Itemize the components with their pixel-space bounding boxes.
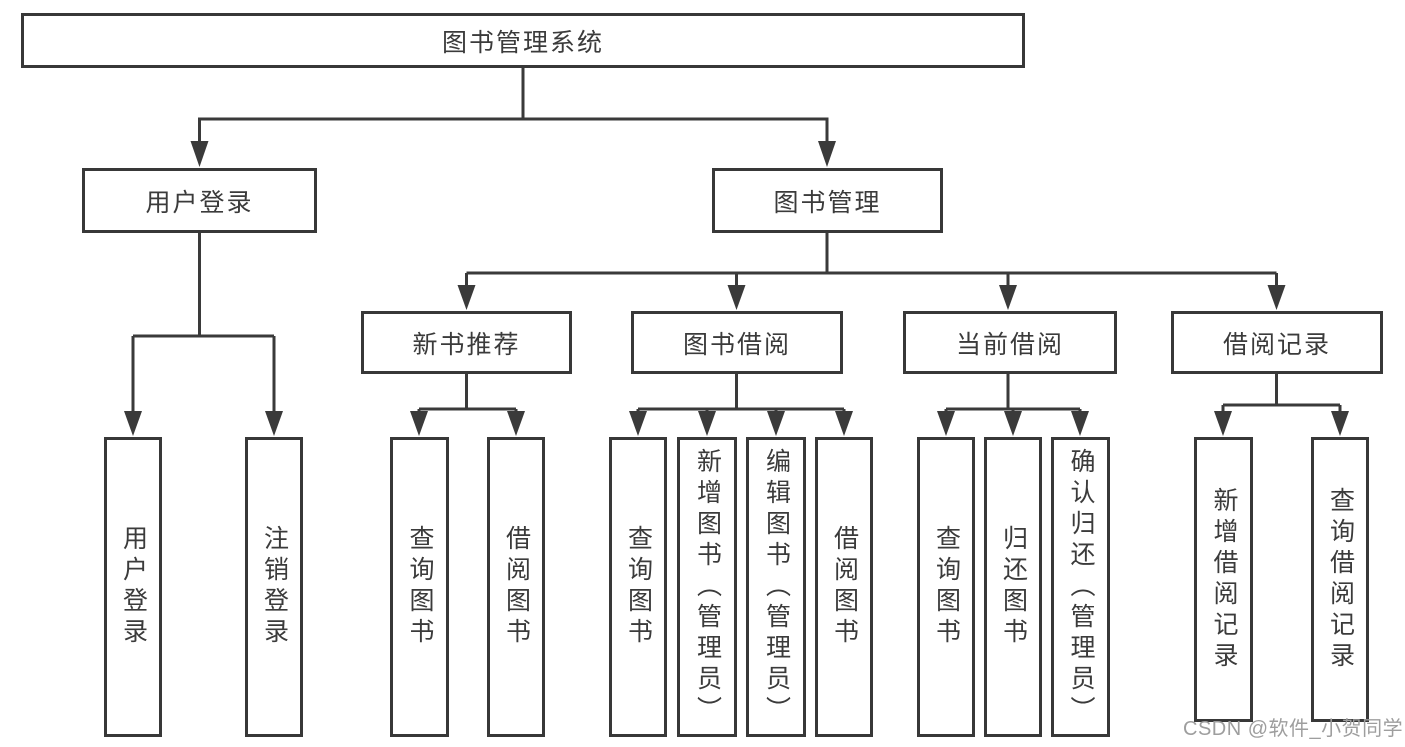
node-label: 新增图书（管理员）: [693, 447, 722, 727]
node-label: 查询图书: [932, 525, 961, 649]
node-label: 图书借阅: [682, 330, 791, 359]
node-book-borrowing: 图书借阅: [631, 311, 843, 374]
node-system-root: 图书管理系统: [21, 13, 1025, 68]
node-label: 借阅图书: [830, 525, 859, 649]
node-new-book-recommend: 新书推荐: [361, 311, 572, 374]
node-label: 借阅图书: [502, 525, 531, 649]
leaf-borrow-add-admin: 新增图书（管理员）: [677, 437, 737, 737]
node-label: 查询借阅记录: [1326, 486, 1355, 673]
node-label: 确认归还（管理员）: [1067, 447, 1095, 727]
node-label: 图书管理: [773, 188, 882, 217]
csdn-watermark: CSDN @软件_小贺同学: [1183, 718, 1404, 740]
leaf-current-return: 归还图书: [984, 437, 1042, 737]
node-label: 用户登录: [119, 525, 148, 649]
node-label: 归还图书: [999, 525, 1028, 649]
node-book-management: 图书管理: [712, 168, 943, 233]
node-borrowing-records: 借阅记录: [1171, 311, 1383, 374]
node-label: 当前借阅: [955, 330, 1064, 359]
leaf-borrow-query: 查询图书: [609, 437, 667, 737]
node-label: 新书推荐: [412, 330, 521, 359]
node-label: 编辑图书（管理员）: [762, 447, 791, 727]
leaf-logout: 注销登录: [245, 437, 303, 737]
node-label: 查询图书: [624, 525, 653, 649]
node-label: 借阅记录: [1222, 330, 1331, 359]
leaf-records-add: 新增借阅记录: [1194, 437, 1253, 722]
leaf-newbooks-query: 查询图书: [390, 437, 449, 737]
leaf-borrow-borrow: 借阅图书: [815, 437, 873, 737]
node-user-login: 用户登录: [82, 168, 317, 233]
node-label: 图书管理系统: [441, 28, 604, 57]
node-current-borrowing: 当前借阅: [903, 311, 1117, 374]
leaf-current-query: 查询图书: [917, 437, 975, 737]
leaf-user-login: 用户登录: [104, 437, 162, 737]
node-label: 注销登录: [260, 525, 289, 649]
leaf-records-query: 查询借阅记录: [1311, 437, 1369, 722]
node-label: 查询图书: [406, 525, 434, 649]
leaf-newbooks-borrow: 借阅图书: [487, 437, 545, 737]
leaf-current-confirm-admin: 确认归还（管理员）: [1051, 437, 1110, 737]
node-label: 用户登录: [145, 188, 254, 217]
node-label: 新增借阅记录: [1210, 486, 1238, 673]
leaf-borrow-edit-admin: 编辑图书（管理员）: [746, 437, 806, 737]
